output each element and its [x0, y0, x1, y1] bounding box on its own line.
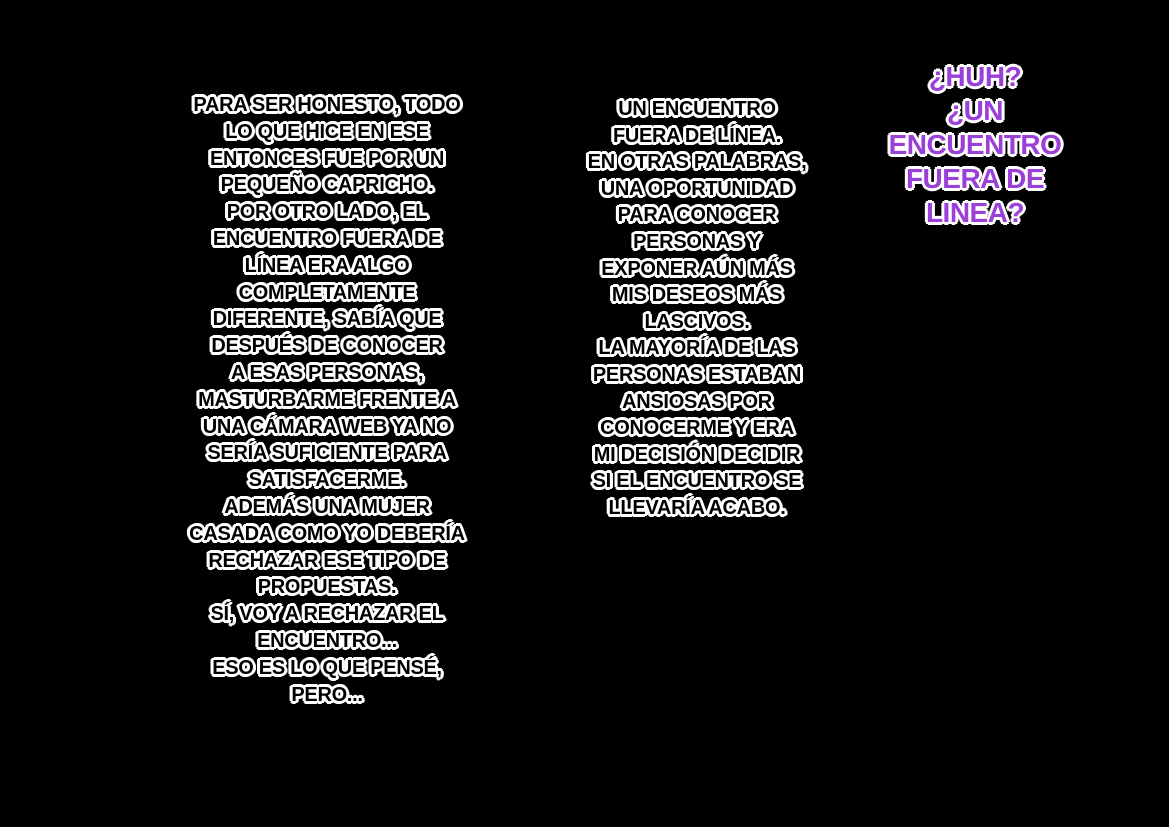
caption-line: UNA OPORTUNIDAD: [600, 177, 794, 200]
caption-line: COMPLETAMENTE: [238, 281, 416, 304]
caption-line: ENTONCES FUE POR UN: [210, 147, 444, 170]
caption-line: MASTURBARME FRENTE A: [198, 388, 456, 411]
caption-line: ANSIOSAS POR: [622, 390, 772, 413]
caption-line: ENCUENTRO: [888, 129, 1062, 160]
caption-line: ¿HUH?: [928, 61, 1022, 92]
caption-line: LÍNEA ERA ALGO: [244, 254, 410, 277]
caption-line: PROPUESTAS.: [257, 576, 397, 599]
caption-line: UN ENCUENTRO: [618, 98, 776, 120]
caption-line: POR OTRO LADO, EL: [226, 201, 428, 224]
caption-line: PERO...: [291, 683, 363, 706]
caption-line: LINEA?: [925, 197, 1025, 228]
caption-line: CASADA COMO YO DEBERÍA: [189, 522, 465, 545]
narration-caption-middle: UN ENCUENTRO FUERA DE LÍNEA. EN OTRAS PALA…: [547, 96, 847, 522]
caption-line: MIS DESEOS MÁS: [611, 284, 783, 307]
caption-line: LA MAYORÍA DE LAS: [598, 337, 796, 360]
caption-line: LASCIVOS.: [644, 310, 750, 333]
caption-line: SERÍA SUFICIENTE PARA: [207, 442, 447, 465]
caption-line: LLEVARÍA ACABO.: [608, 496, 786, 519]
narration-caption-left: PARA SER HONESTO, TODO LO QUE HICE EN ESE…: [147, 92, 507, 708]
caption-line: PEQUEÑO CAPRICHO.: [220, 174, 434, 197]
caption-line: DESPUÉS DE CONOCER: [211, 335, 443, 358]
caption-line: FUERA DE: [905, 163, 1045, 194]
caption-line: PARA SER HONESTO, TODO: [193, 94, 461, 116]
caption-line: FUERA DE LÍNEA.: [612, 124, 782, 147]
caption-line: MI DECISIÓN DECIDIR: [593, 443, 801, 466]
caption-line: SATISFACERME.: [248, 469, 406, 492]
caption-line: PERSONAS ESTABAN: [592, 363, 802, 386]
caption-line: EN OTRAS PALABRAS,: [587, 151, 807, 174]
caption-line: RECHAZAR ESE TIPO DE: [208, 549, 446, 572]
caption-line: ADEMÁS UNA MUJER: [224, 495, 430, 518]
caption-line: SI EL ENCUENTRO SE: [592, 470, 802, 493]
caption-line: UNA CÁMARA WEB YA NO: [202, 415, 452, 438]
caption-line: ESO ES LO QUE PENSÉ,: [212, 656, 442, 679]
caption-line: CONOCERME Y ERA: [600, 417, 794, 440]
caption-line: LO QUE HICE EN ESE: [225, 120, 429, 143]
caption-line: ¿UN: [946, 95, 1004, 126]
caption-line: PERSONAS Y: [633, 230, 761, 253]
caption-line: PARA CONOCER: [617, 204, 777, 227]
caption-line: A ESAS PERSONAS,: [230, 361, 424, 384]
caption-line: DIFERENTE, SABÍA QUE: [212, 308, 442, 331]
caption-line: ENCUENTRO FUERA DE: [212, 227, 442, 250]
caption-line: SÍ, VOY A RECHAZAR EL: [210, 603, 444, 626]
caption-line: EXPONER AÚN MÁS: [601, 257, 793, 280]
caption-line: ENCUENTRO...: [257, 629, 397, 652]
